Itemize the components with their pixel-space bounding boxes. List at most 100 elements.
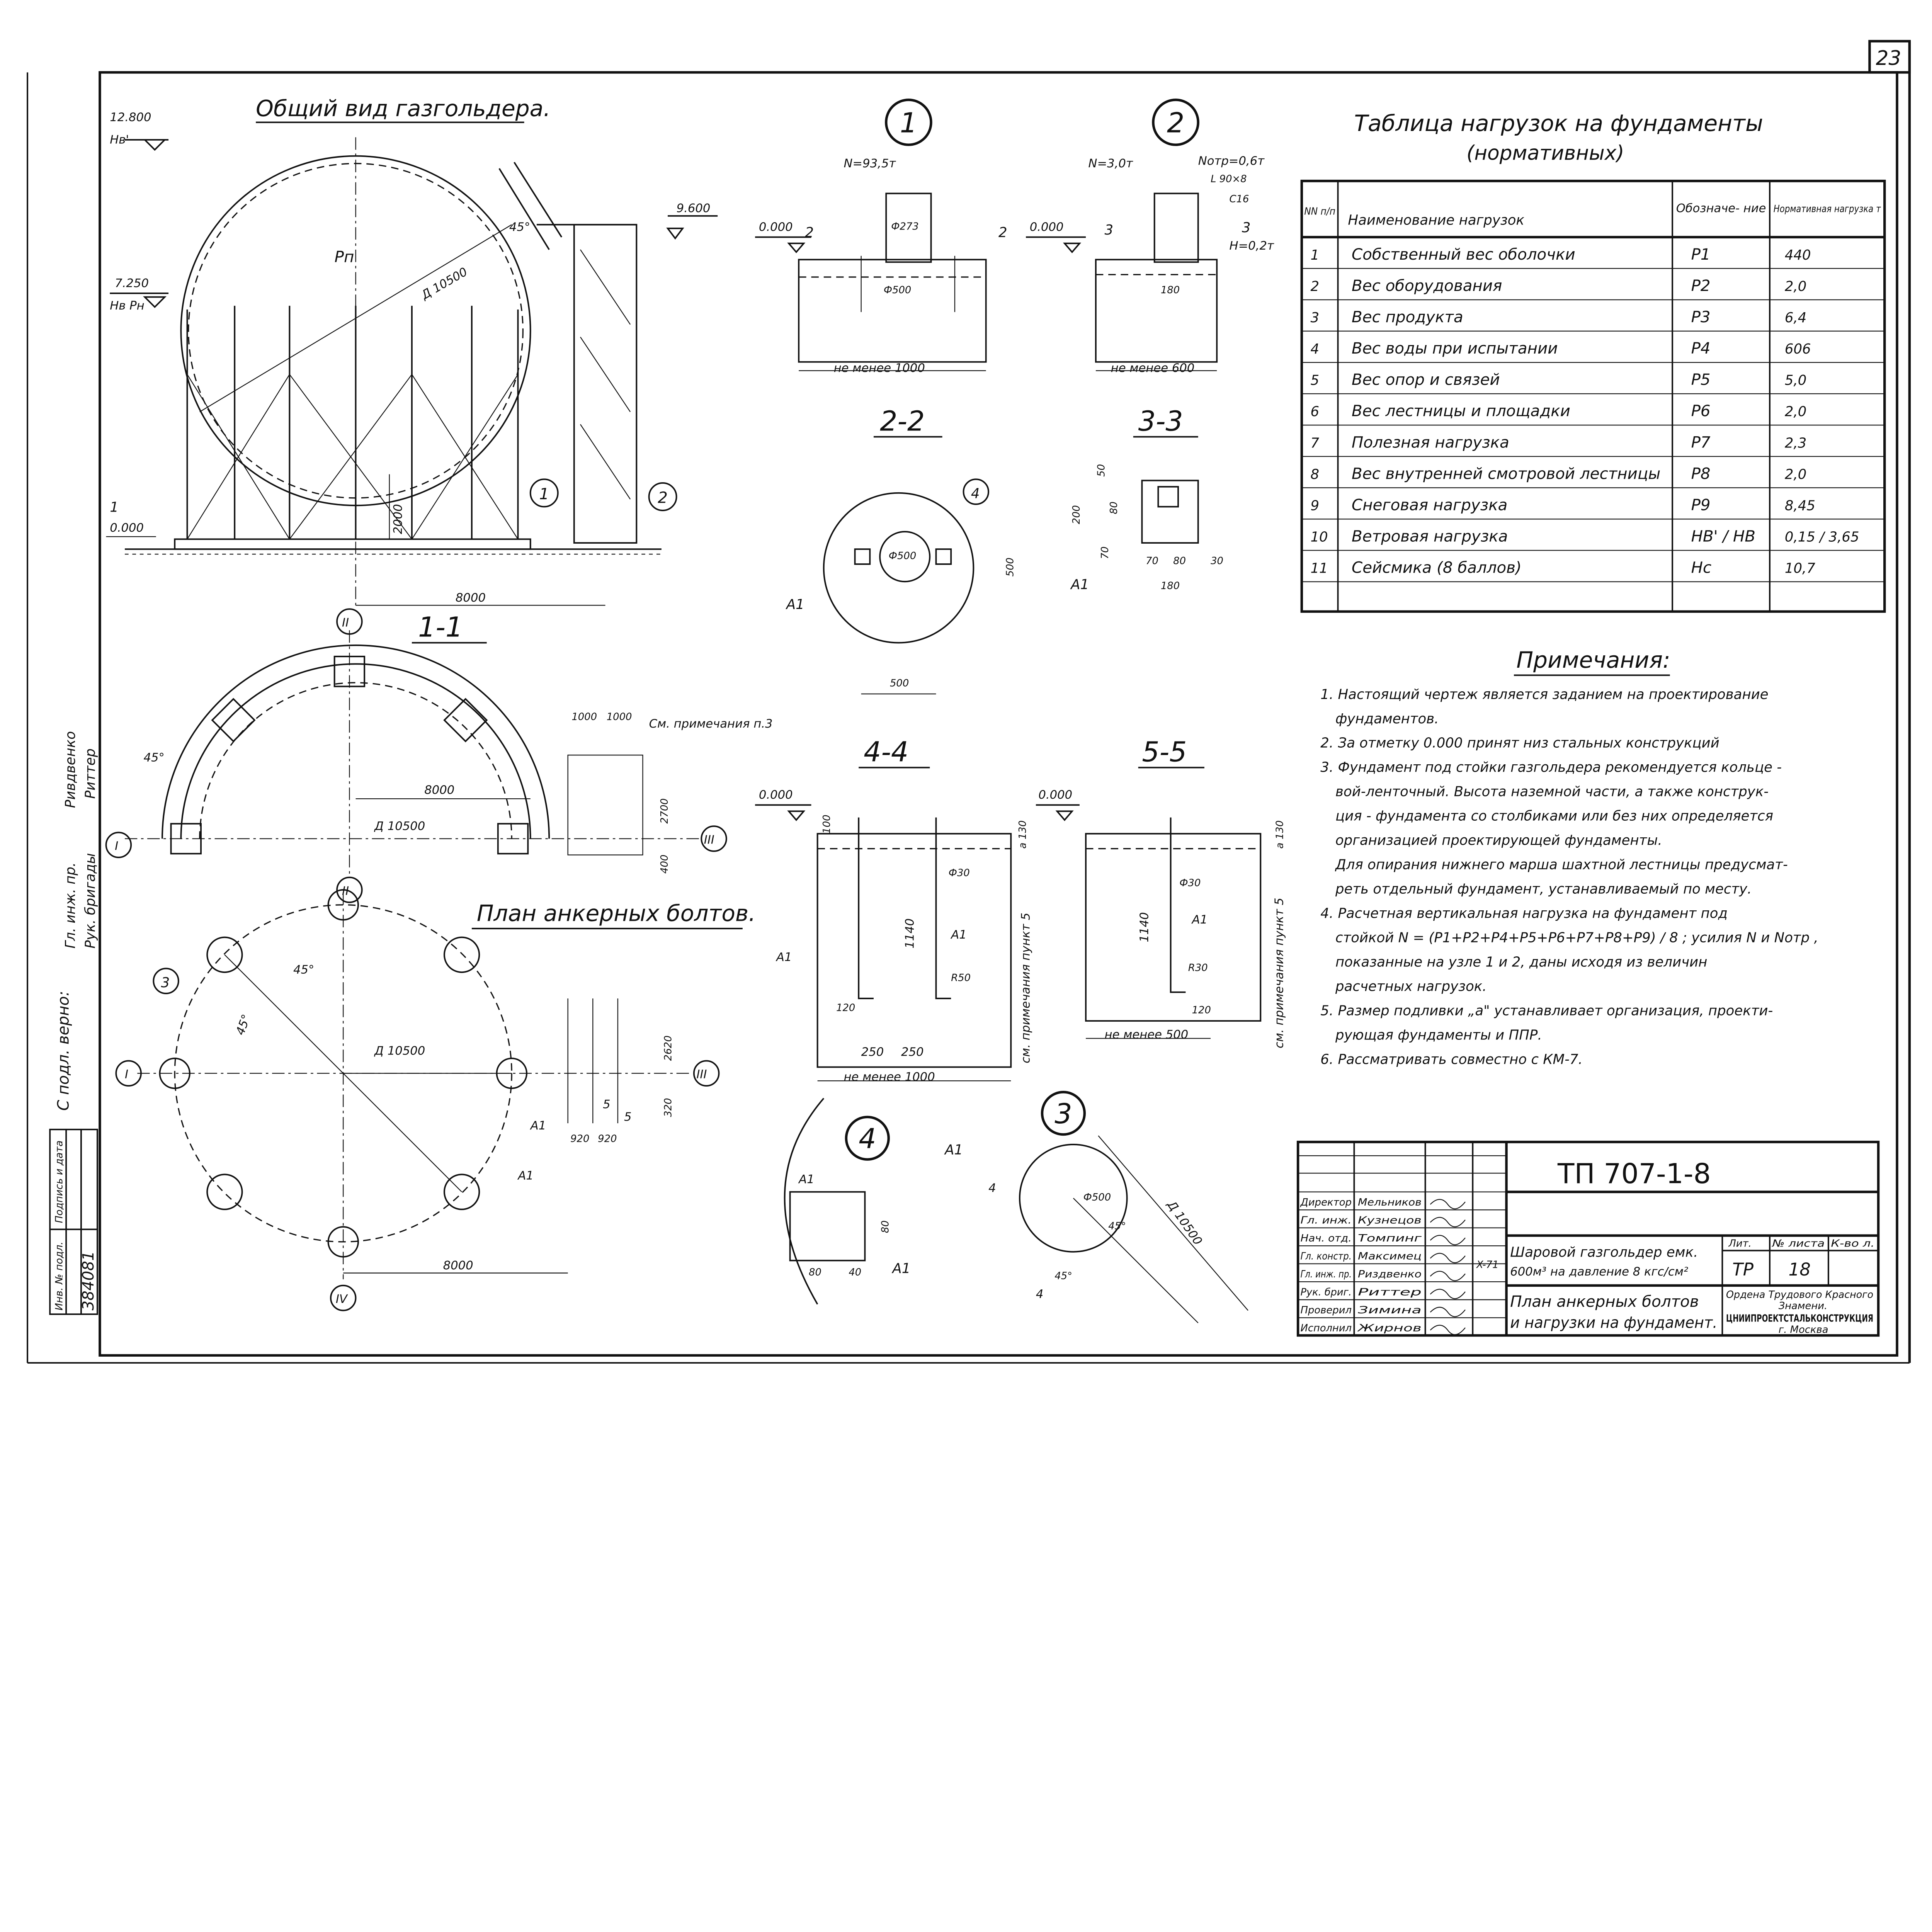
staff-role: Гл. инж. xyxy=(1301,1215,1352,1226)
note-line: фундаментов. xyxy=(1335,711,1439,727)
signature-icon xyxy=(1430,1235,1466,1245)
dim-250-b: 250 xyxy=(901,1046,924,1059)
lit-label: Лит. xyxy=(1728,1238,1752,1250)
row-load-name: Вес опор и связей xyxy=(1352,371,1500,389)
row-number: 1 xyxy=(1310,247,1319,263)
row-number: 4 xyxy=(1310,341,1319,357)
note-line: вой-ленточный. Высота наземной части, а … xyxy=(1335,784,1769,800)
row-symbol: P1 xyxy=(1691,245,1711,264)
anchor-bolt-plan: План анкерных болтов. 3 45° 45° Д 10500 … xyxy=(115,889,756,1311)
staff-name: Кузнецов xyxy=(1358,1215,1422,1226)
signature-icon xyxy=(1430,1325,1466,1335)
elevation-7250: 7.250 xyxy=(115,277,149,290)
bolt-plan-title: План анкерных болтов. xyxy=(477,900,756,927)
row-number: 3 xyxy=(1310,310,1319,326)
staff-name: Томпинг xyxy=(1358,1233,1422,1244)
dim-920-b: 920 xyxy=(598,1133,617,1145)
row-value: 2,0 xyxy=(1785,279,1806,294)
bolt-plan-angle2: 45° xyxy=(233,1013,253,1037)
height-2000: 2000 xyxy=(391,504,405,534)
section-2-2-a1: А1 xyxy=(786,597,804,612)
node4-detail: 4 А1 А1 80 80 40 xyxy=(784,1098,910,1305)
staff-role: Нач. отд. xyxy=(1301,1233,1352,1244)
node3-detail: 3 А1 4 4 Ф500 45° 45° Д 10500 xyxy=(944,1090,1248,1323)
node4-a1: А1 xyxy=(891,1261,910,1277)
org-line-3: ЦНИИПРОЕКТСТАЛЬКОНСТРУКЦИЯ xyxy=(1726,1313,1873,1325)
section-5-5-title: 5-5 xyxy=(1142,736,1187,768)
pn-label: Рп xyxy=(335,248,354,266)
section-3-3: 3-3 50 80 200 70 70 80 30 180 А1 xyxy=(1070,405,1223,592)
sphere-diameter: Д 10500 xyxy=(418,265,470,303)
staff-role: Гл. инж. пр. xyxy=(1301,1269,1352,1280)
section-4-4-a130: а 130 xyxy=(1017,820,1029,849)
node3-diameter: Ф500 xyxy=(1083,1192,1111,1203)
load-table-subtitle: (нормативных) xyxy=(1466,141,1624,165)
section-5-5-note: см. примечания пункт 5 xyxy=(1272,898,1286,1048)
staff-name: Максимец xyxy=(1358,1251,1422,1262)
drawing-code: ТП 707-1-8 xyxy=(1557,1158,1711,1190)
row-symbol: P5 xyxy=(1691,371,1711,389)
lit-value: ТР xyxy=(1732,1259,1754,1280)
section-3-3-a1: А1 xyxy=(1070,577,1089,593)
node3-a1: А1 xyxy=(944,1142,963,1158)
row-number: 6 xyxy=(1310,404,1319,420)
dim-250-a: 250 xyxy=(861,1046,884,1059)
staff-name: Жирнов xyxy=(1357,1323,1422,1334)
plan-1-1-angle: 45° xyxy=(143,751,164,764)
dim-320: 320 xyxy=(663,1098,674,1117)
row-load-name: Полезная нагрузка xyxy=(1352,433,1509,451)
row-value: 5,0 xyxy=(1785,372,1806,388)
section-5-5: 5-5 0.000 Ф30 1140 А1 R30 120 не менее 5… xyxy=(1036,736,1286,1048)
section-5-5-dim-120: 120 xyxy=(1192,1005,1211,1016)
section-2-2-height: 500 xyxy=(1005,558,1016,577)
dim-80: 80 xyxy=(1108,502,1120,514)
section-5-5-elevation: 0.000 xyxy=(1038,788,1072,802)
plan-1-1-title: 1-1 xyxy=(418,611,463,643)
row-load-name: Ветровая нагрузка xyxy=(1352,527,1508,545)
row-number: 10 xyxy=(1310,529,1328,545)
row-number: 5 xyxy=(1310,372,1319,388)
sheet-title-2: и нагрузки на фундамент. xyxy=(1510,1314,1717,1332)
node2-callout: 2 xyxy=(658,489,668,507)
row-symbol: P3 xyxy=(1691,308,1711,326)
row-symbol: P2 xyxy=(1691,277,1711,295)
row-symbol: P4 xyxy=(1691,339,1711,357)
dim-50: 50 xyxy=(1096,464,1107,477)
plan-1-1-radius: 8000 xyxy=(424,783,454,797)
node2-width: не менее 600 xyxy=(1111,362,1195,375)
dim-1000-b: 1000 xyxy=(607,711,632,723)
dim-w180: 180 xyxy=(1161,580,1180,592)
section-2-2: 2-2 Ф500 4 500 500 А1 xyxy=(786,405,1016,694)
row-symbol: НВ' / НВ xyxy=(1691,527,1755,545)
staff-name: Риттер xyxy=(1358,1287,1422,1298)
row-load-name: Сейсмика (8 баллов) xyxy=(1352,559,1522,577)
signature-icon xyxy=(1430,1270,1466,1281)
note-line: 4. Расчетная вертикальная нагрузка на фу… xyxy=(1320,906,1728,922)
node1-number: 1 xyxy=(900,107,917,139)
section-5-5-a1: А1 xyxy=(1191,913,1208,927)
row-value: 606 xyxy=(1785,341,1811,357)
staff-role: Директор xyxy=(1300,1197,1352,1208)
chief-label: Гл. инж. пр. Ривдвенко xyxy=(63,731,78,949)
row-number: 7 xyxy=(1310,435,1319,451)
support-columns xyxy=(174,306,531,550)
sign-label: Подпись и дата xyxy=(53,1140,65,1223)
node2-angle-profile: L 90×8 xyxy=(1211,173,1247,185)
node3-angle2: 45° xyxy=(1108,1221,1126,1232)
approval-date: X-71 xyxy=(1476,1259,1499,1271)
bolt-plan-a1-right: А1 xyxy=(517,1169,534,1182)
dim-2620: 2620 xyxy=(663,1036,674,1061)
row-number: 2 xyxy=(1310,279,1319,294)
section-4-4-dim-120: 120 xyxy=(836,1002,855,1014)
tower-angle: 45° xyxy=(509,221,530,234)
section-4-4-title: 4-4 xyxy=(864,736,908,768)
dim-w70: 70 xyxy=(1146,555,1158,567)
node1-width: не менее 1000 xyxy=(834,362,925,375)
node2-number: 2 xyxy=(1167,107,1184,139)
section-4-4-a1: А1 xyxy=(950,928,967,942)
node3-big-diameter: Д 10500 xyxy=(1164,1198,1204,1248)
dim-920-a: 920 xyxy=(570,1133,589,1145)
section-4-4-elevation: 0.000 xyxy=(759,788,793,802)
inv-number: 384081 xyxy=(79,1251,97,1310)
note-line: рующая фундаменты и ППР. xyxy=(1335,1027,1542,1043)
